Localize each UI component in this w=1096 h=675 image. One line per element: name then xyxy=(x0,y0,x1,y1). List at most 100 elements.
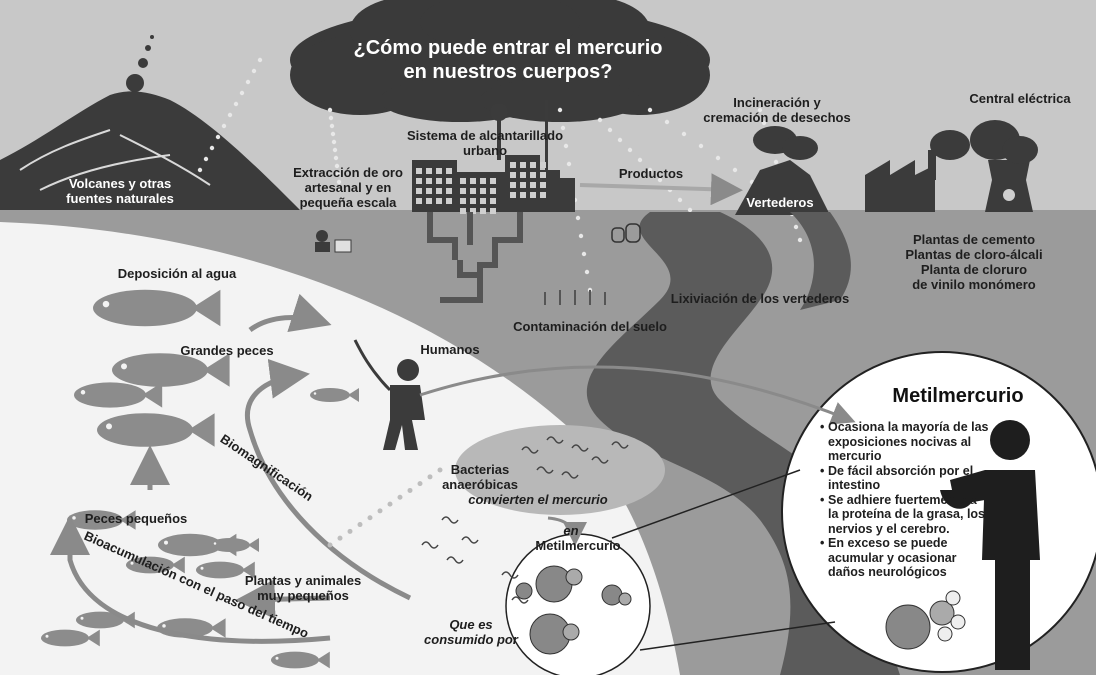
emission-dot xyxy=(647,167,653,173)
window xyxy=(520,182,526,188)
fish-icon xyxy=(74,382,163,408)
connector-top xyxy=(611,469,801,539)
small-fish-label: Peces pequeños xyxy=(84,511,188,526)
window xyxy=(460,188,466,194)
window xyxy=(436,168,442,174)
window xyxy=(510,162,516,168)
window xyxy=(480,188,486,194)
window xyxy=(540,172,546,178)
molecules-small xyxy=(515,565,632,655)
window xyxy=(460,178,466,184)
city-windows xyxy=(416,162,546,214)
emission-dot xyxy=(563,143,569,149)
window xyxy=(446,188,452,194)
emission-dot xyxy=(334,163,340,169)
emission-dot xyxy=(233,101,239,107)
emission-dot xyxy=(329,123,335,129)
landfill-leaching-label: Lixiviación de los vertederos xyxy=(670,291,850,306)
bacteria-icon xyxy=(461,536,479,544)
chain-dot xyxy=(327,542,333,548)
bacteria-icon xyxy=(446,556,464,564)
window xyxy=(416,168,422,174)
window xyxy=(470,208,476,214)
chain-dot xyxy=(397,494,403,500)
emission-dot xyxy=(657,177,663,183)
emission-dot xyxy=(677,197,683,203)
emission-dot xyxy=(328,115,334,121)
emission-dot xyxy=(617,137,623,143)
window xyxy=(416,198,422,204)
fact-item: En exceso se puede acumular y ocasionar … xyxy=(820,536,990,580)
emission-dot xyxy=(681,131,687,137)
emission-dot xyxy=(336,179,342,185)
window xyxy=(446,198,452,204)
fisherman-icon xyxy=(353,339,425,450)
bacteria-icon xyxy=(536,466,554,474)
window xyxy=(470,188,476,194)
chain-dot xyxy=(367,515,373,521)
window xyxy=(490,178,496,184)
window xyxy=(490,198,496,204)
chain-dot xyxy=(417,481,423,487)
bacteria-convert-label: convierten el mercurio xyxy=(468,492,608,507)
window xyxy=(520,172,526,178)
emission-dot xyxy=(687,207,693,213)
emission-dot xyxy=(578,233,584,239)
window xyxy=(530,172,536,178)
bacteria-icon xyxy=(421,541,439,549)
emission-dot xyxy=(332,147,338,153)
fact-item: Se adhiere fuertemente a la proteína de … xyxy=(820,493,990,537)
emission-dot xyxy=(227,112,233,118)
chain-dot xyxy=(427,474,433,480)
chain-dot xyxy=(387,501,393,507)
molecule-large xyxy=(885,590,966,650)
fish-group xyxy=(41,289,359,669)
emission-dot xyxy=(330,131,336,137)
window xyxy=(540,162,546,168)
window xyxy=(460,208,466,214)
window xyxy=(490,208,496,214)
fish-icon xyxy=(271,651,330,669)
window xyxy=(480,178,486,184)
water-deposition-label: Deposición al agua xyxy=(117,266,237,281)
emission-dot xyxy=(331,139,337,145)
window xyxy=(510,172,516,178)
bacteria-icon xyxy=(561,471,579,479)
sewer-pipes xyxy=(427,212,523,303)
flow-arrows xyxy=(50,293,856,644)
bacteria-icon xyxy=(441,516,459,524)
emission-dot xyxy=(715,155,721,161)
emission-dot xyxy=(221,123,227,129)
landfill-label: Vertederos xyxy=(746,195,814,210)
bacteria-icon xyxy=(501,571,519,579)
volcano xyxy=(0,35,300,210)
emission-dot xyxy=(773,159,779,165)
window xyxy=(416,188,422,194)
fish-icon xyxy=(93,289,221,327)
emission-dot xyxy=(584,269,590,275)
emission-dot xyxy=(757,107,763,113)
emission-dot xyxy=(607,127,613,133)
window xyxy=(446,168,452,174)
window xyxy=(426,178,432,184)
fish-icon xyxy=(210,538,259,552)
window xyxy=(436,188,442,194)
fish-icon xyxy=(196,561,255,579)
fish-icon xyxy=(310,388,359,402)
window xyxy=(530,182,536,188)
emission-dot xyxy=(257,57,263,63)
window xyxy=(520,192,526,198)
emission-dot xyxy=(627,147,633,153)
emission-dot xyxy=(637,157,643,163)
window xyxy=(480,208,486,214)
window xyxy=(520,162,526,168)
crops-icon xyxy=(544,290,606,305)
emission-dot xyxy=(203,156,209,162)
emission-dot xyxy=(245,79,251,85)
large-fish-label: Grandes peces xyxy=(180,343,274,358)
power-plant-label: Central eléctrica xyxy=(969,91,1071,106)
window xyxy=(436,178,442,184)
